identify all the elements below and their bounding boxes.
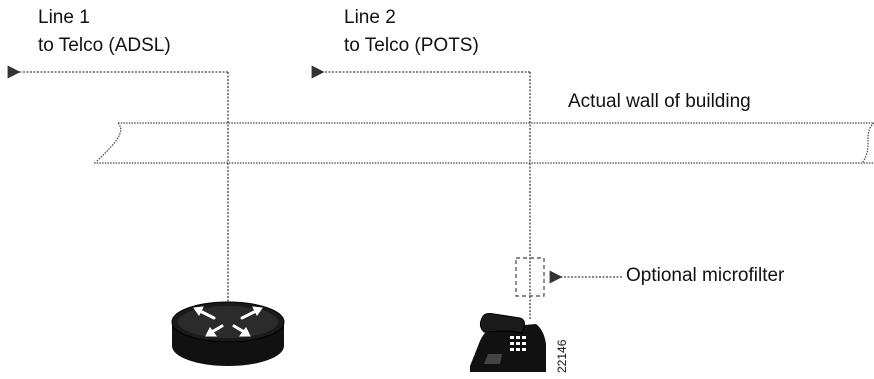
wall-label: Actual wall of building <box>568 91 751 112</box>
microfilter-box <box>515 257 545 297</box>
building-wall <box>94 122 874 164</box>
figure-number: 22146 <box>555 339 569 373</box>
line2-title: Line 2 <box>344 7 396 28</box>
line2-subtitle: to Telco (POTS) <box>344 35 479 56</box>
line1-subtitle: to Telco (ADSL) <box>38 35 171 56</box>
microfilter-label: Optional microfilter <box>626 265 785 286</box>
line1-title: Line 1 <box>38 7 90 28</box>
router-icon <box>171 301 285 366</box>
telephone-icon <box>470 313 546 372</box>
